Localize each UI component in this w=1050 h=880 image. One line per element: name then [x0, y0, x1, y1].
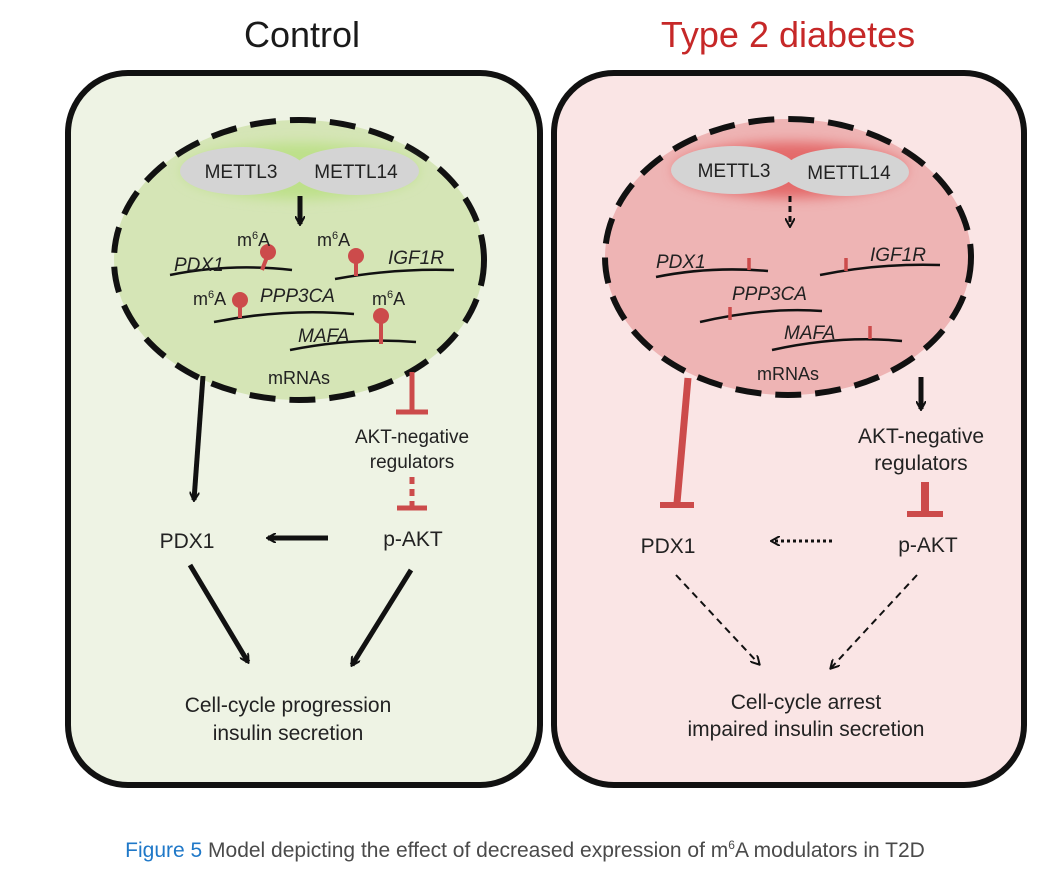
t2d-gene-ppp3ca: PPP3CA	[732, 284, 807, 305]
control-mettl14-label: METTL14	[314, 162, 398, 183]
t2d-mettl14-shape	[783, 148, 909, 196]
t2d-inhibit-pdx1-line	[673, 377, 692, 504]
control-mrna-ppp3ca	[213, 310, 355, 324]
control-m6a-marks	[232, 244, 389, 344]
control-m6a-label: m6A	[237, 230, 270, 250]
control-m6a-head	[373, 308, 389, 324]
control-gene-pdx1: PDX1	[174, 255, 224, 276]
control-panel-title: Control	[243, 14, 361, 55]
t2d-panel-title: Type 2 diabetes	[660, 14, 916, 55]
t2d-enzyme-complex: METTL3 METTL14	[671, 142, 909, 198]
control-mrna-igf1r	[334, 268, 455, 281]
control-pdx1-node: PDX1	[160, 530, 215, 553]
t2d-mrnas-label: mRNAs	[757, 364, 819, 384]
t2d-mrna-ppp3ca	[699, 308, 823, 324]
t2d-pakt-to-outcome-arrow-dashed	[831, 574, 918, 668]
caption-text-post: A modulators in T2D	[734, 839, 925, 862]
t2d-reduced-m6a-marks	[728, 258, 872, 339]
t2d-pakt-node: p-AKT	[898, 534, 958, 557]
control-m6a-label: m6A	[193, 289, 226, 309]
t2d-mettl14-label: METTL14	[807, 163, 891, 184]
control-enzyme-complex: METTL3 METTL14	[180, 143, 419, 199]
control-m6a-label: m6A	[317, 230, 350, 250]
control-mrna-mafa	[289, 339, 417, 352]
control-regulators-label: regulators	[370, 452, 455, 473]
t2d-mrna-mafa	[771, 338, 903, 352]
t2d-akt-negative-label: AKT-negative	[858, 425, 984, 448]
control-mrnas-label: mRNAs	[268, 368, 330, 388]
control-panel: METTL3 METTL14 PDX1 IGF1R PPP3CA MAFA m6…	[65, 70, 543, 788]
control-mettl14-shape	[293, 147, 419, 195]
t2d-pdx1-to-outcome-arrow-dashed	[675, 574, 759, 664]
control-m6a-head	[232, 292, 248, 308]
t2d-gene-pdx1: PDX1	[656, 252, 706, 273]
t2d-regulators-label: regulators	[874, 452, 967, 475]
control-mettl3-label: METTL3	[205, 162, 278, 183]
t2d-mettl3-shape	[671, 146, 797, 194]
control-gene-mafa: MAFA	[298, 326, 349, 347]
control-pakt-to-outcome-arrow	[349, 568, 414, 665]
control-m6a-head	[260, 244, 276, 260]
t2d-mettl3-label: METTL3	[698, 161, 771, 182]
t2d-outcome-line1: Cell-cycle arrest	[731, 691, 882, 714]
control-m6a-label: m6A	[372, 289, 405, 309]
t2d-mrna-pdx1	[655, 268, 769, 279]
figure-label: Figure 5	[125, 839, 203, 862]
t2d-mrna-igf1r	[819, 263, 941, 277]
control-mrna-pdx1	[169, 266, 293, 277]
control-gene-igf1r: IGF1R	[388, 248, 444, 269]
control-gene-ppp3ca: PPP3CA	[260, 286, 335, 307]
control-pdx1-to-outcome-arrow	[187, 563, 251, 662]
control-mrna-to-pdx1-arrow	[194, 375, 206, 500]
t2d-gene-igf1r: IGF1R	[870, 245, 926, 266]
caption-sup: 6	[728, 838, 735, 852]
caption-text-pre: Model depicting the effect of decreased …	[202, 839, 729, 862]
t2d-panel: METTL3 METTL14 PDX1 IGF1R PPP3CA MAFA mR…	[551, 70, 1027, 788]
t2d-pdx1-node: PDX1	[641, 535, 696, 558]
t2d-gene-mafa: MAFA	[784, 323, 835, 344]
control-pakt-node: p-AKT	[383, 528, 443, 551]
control-m6a-head	[348, 248, 364, 264]
figure-caption: Figure 5 Model depicting the effect of d…	[0, 838, 1050, 863]
control-outcome-line2: insulin secretion	[213, 722, 364, 745]
control-mettl3-shape	[180, 147, 306, 195]
control-outcome-line1: Cell-cycle progression	[185, 694, 392, 717]
t2d-outcome-line2: impaired insulin secretion	[688, 718, 925, 741]
control-akt-negative-label: AKT-negative	[355, 427, 469, 448]
